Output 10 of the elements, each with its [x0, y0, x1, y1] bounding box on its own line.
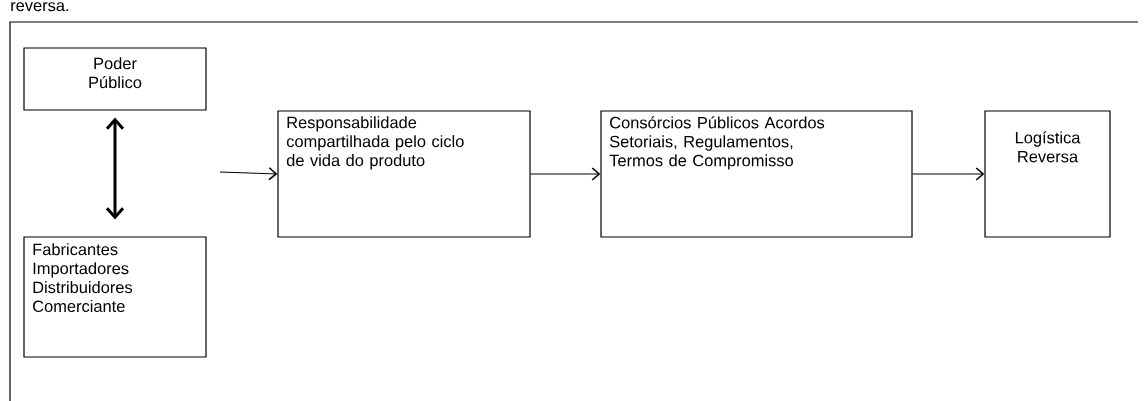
- arrow: [219, 166, 278, 181]
- text-box: Responsabilidade compartilhada pelo ciclo de vida do produto: [277, 110, 531, 238]
- text-box: Consórcios Públicos Acordos Setoriais, Regulamentos, Termos de Compromisso: [600, 110, 913, 238]
- text-box: Fabricantes Importadores Distribuidores Comerciante: [23, 236, 207, 358]
- text-box: Poder Público: [23, 47, 207, 111]
- arrow: [530, 167, 601, 181]
- arrow: [912, 167, 985, 181]
- arrow: [105, 117, 125, 220]
- caption-text: reversa.: [11, 2, 69, 12]
- text-box: Logística Reversa: [984, 110, 1111, 238]
